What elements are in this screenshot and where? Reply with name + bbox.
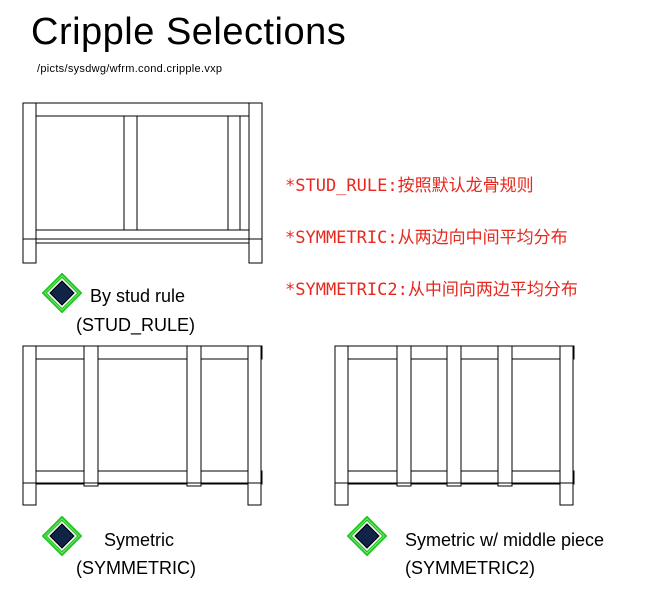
note-stud-rule: *STUD_RULE:按照默认龙骨规则 [285,176,534,196]
symmetric-radio-icon[interactable] [42,516,82,556]
symmetric2-frame [334,345,575,506]
left-end-stud [334,345,349,506]
cripple-stud [446,345,462,487]
symmetric-code: (SYMMETRIC) [76,558,196,578]
note-symmetric: *SYMMETRIC:从两边向中间平均分布 [285,228,568,248]
stud-rule-radio-icon[interactable] [42,273,82,313]
cripple-stud [83,345,99,487]
symmetric2-code: (SYMMETRIC2) [405,558,535,578]
cripple-stud [186,345,202,487]
top-plate [22,102,263,117]
symmetric2-radio-icon[interactable] [347,516,387,556]
left-end-stud [22,345,37,506]
symmetric-name: Symetric [104,530,175,550]
source-path: /picts/sysdwg/wfrm.cond.cripple.vxp [37,63,223,75]
symmetric-frame [22,345,263,506]
page-title: Cripple Selections [31,11,347,53]
cripple-stud [497,345,513,487]
note-symmetric2: *SYMMETRIC2:从中间向两边平均分布 [285,280,578,300]
right-end-stud [559,345,574,506]
king-stud [227,115,241,231]
stud-rule-name: By stud rule [90,286,186,306]
cripple-stud [396,345,412,487]
cripple-stud [123,115,138,231]
symmetric2-name: Symetric w/ middle piece [405,530,605,550]
right-end-stud [247,345,262,506]
top-plate [22,345,263,360]
jack-stud [239,115,250,231]
left-end-stud [22,102,37,264]
stud-rule-code: (STUD_RULE) [76,315,196,335]
stud-rule-frame [22,102,263,264]
bottom-plate [22,470,263,485]
bottom-plate [22,229,263,244]
